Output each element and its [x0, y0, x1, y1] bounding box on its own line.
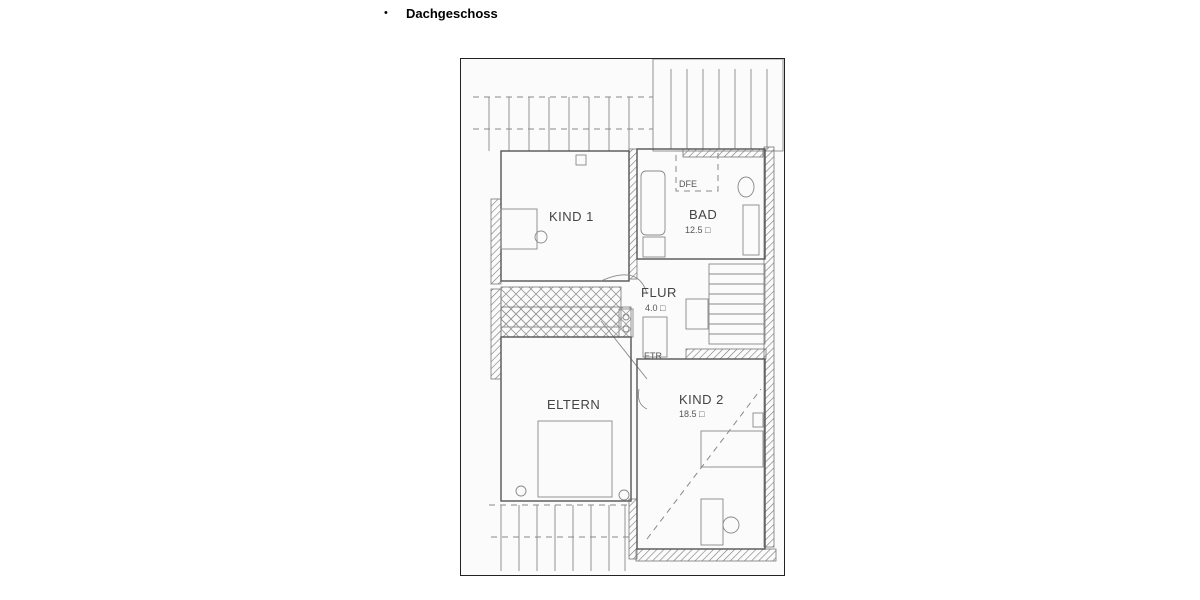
- roof-area-bottom: [489, 504, 631, 571]
- bullet-icon: •: [384, 7, 388, 19]
- room-bad: DFE BAD 12.5 □: [636, 148, 766, 260]
- section-heading: • Dachgeschoss: [384, 4, 498, 22]
- room-name-kind2: KIND 2: [679, 392, 724, 407]
- room-name-bad: BAD: [689, 207, 717, 222]
- label-dfe: DFE: [679, 179, 697, 189]
- room-name-flur: FLUR: [641, 285, 677, 300]
- section-title: Dachgeschoss: [406, 5, 498, 21]
- room-name-kind1: KIND 1: [549, 209, 594, 224]
- room-kind1: KIND 1: [500, 150, 630, 282]
- floorplan-drawing: KIND 1 DFE BAD 12.5 □ ETR FLUR 4.0: [473, 59, 784, 571]
- floorplan-image: KIND 1 DFE BAD 12.5 □ ETR FLUR 4.0: [460, 58, 785, 576]
- roof-area-top: [473, 59, 784, 152]
- label-etr: ETR: [644, 351, 663, 361]
- beam-hatch: [500, 286, 632, 338]
- room-name-eltern: ELTERN: [547, 397, 600, 412]
- room-area-bad: 12.5 □: [685, 225, 711, 235]
- room-area-flur: 4.0 □: [645, 303, 666, 313]
- room-eltern: ELTERN: [500, 336, 632, 502]
- room-area-kind2: 18.5 □: [679, 409, 705, 419]
- room-kind2: KIND 2 18.5 □: [636, 358, 766, 550]
- staircase: [685, 263, 767, 360]
